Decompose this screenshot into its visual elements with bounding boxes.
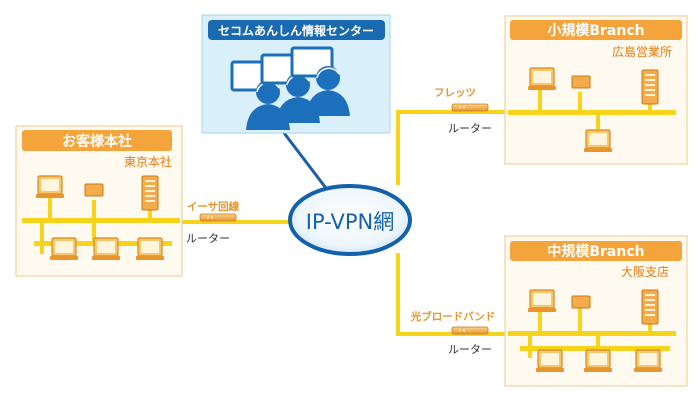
small-branch-header-label: 小規模Branch xyxy=(547,22,644,39)
small-branch-router-icon xyxy=(451,103,489,112)
hq-site-panel: お客様本社 東京本社 xyxy=(15,125,183,277)
hq-router-label: ルーター xyxy=(186,232,230,245)
mid-branch-hub-icon xyxy=(571,295,591,309)
small-branch-link-line xyxy=(396,110,508,185)
hq-server-icon xyxy=(141,175,159,211)
hq-laptop-icon xyxy=(91,237,121,261)
hq-laptop-icon xyxy=(135,237,165,261)
mid-branch-header-label: 中規模Branch xyxy=(547,243,644,260)
small-branch-header xyxy=(510,20,682,40)
mid-branch-laptop-icon xyxy=(527,289,557,313)
mid-branch-router-label: ルーター xyxy=(448,343,492,356)
small-branch-laptop-icon xyxy=(583,129,613,153)
hq-header xyxy=(22,130,172,151)
ip-vpn-label: IP-VPN網 xyxy=(306,210,394,234)
ethernet-line-label: イーサ回線 xyxy=(187,200,240,213)
hq-laptop-icon xyxy=(35,175,65,199)
mid-branch-server-icon xyxy=(641,289,659,325)
small-branch-hub-icon xyxy=(571,75,591,89)
hq-header-label: お客様本社 xyxy=(62,133,132,150)
small-branch-laptop-icon xyxy=(527,67,557,91)
mid-branch-router-icon xyxy=(451,326,489,335)
hq-router-icon xyxy=(199,213,237,222)
mid-branch-laptop-icon xyxy=(633,349,663,373)
security-center-label: セコムあんしん情報センター xyxy=(218,23,374,38)
hq-location-label: 東京本社 xyxy=(124,154,172,169)
flets-line-label: フレッツ xyxy=(434,87,476,99)
mid-branch-location-label: 大阪支店 xyxy=(621,265,669,279)
security-center-panel: セコムあんしん情報センター xyxy=(201,14,391,134)
mid-branch-laptop-icon xyxy=(583,349,613,373)
small-branch-router-label: ルーター xyxy=(448,122,492,135)
small-branch-site-panel: 小規模Branch 広島営業所 xyxy=(504,15,688,165)
hq-laptop-icon xyxy=(49,237,79,261)
mid-branch-header xyxy=(510,241,682,261)
small-branch-server-icon xyxy=(641,69,659,105)
broadband-line-label: 光ブロードバンド xyxy=(410,310,496,323)
small-branch-location-label: 広島営業所 xyxy=(612,44,672,59)
security-center-header xyxy=(208,20,385,40)
mid-branch-site-panel: 中規模Branch 大阪支店 xyxy=(504,235,688,387)
mid-branch-laptop-icon xyxy=(535,349,565,373)
hq-hub-icon xyxy=(84,183,104,197)
ip-vpn-cloud: IP-VPN網 xyxy=(288,184,412,256)
